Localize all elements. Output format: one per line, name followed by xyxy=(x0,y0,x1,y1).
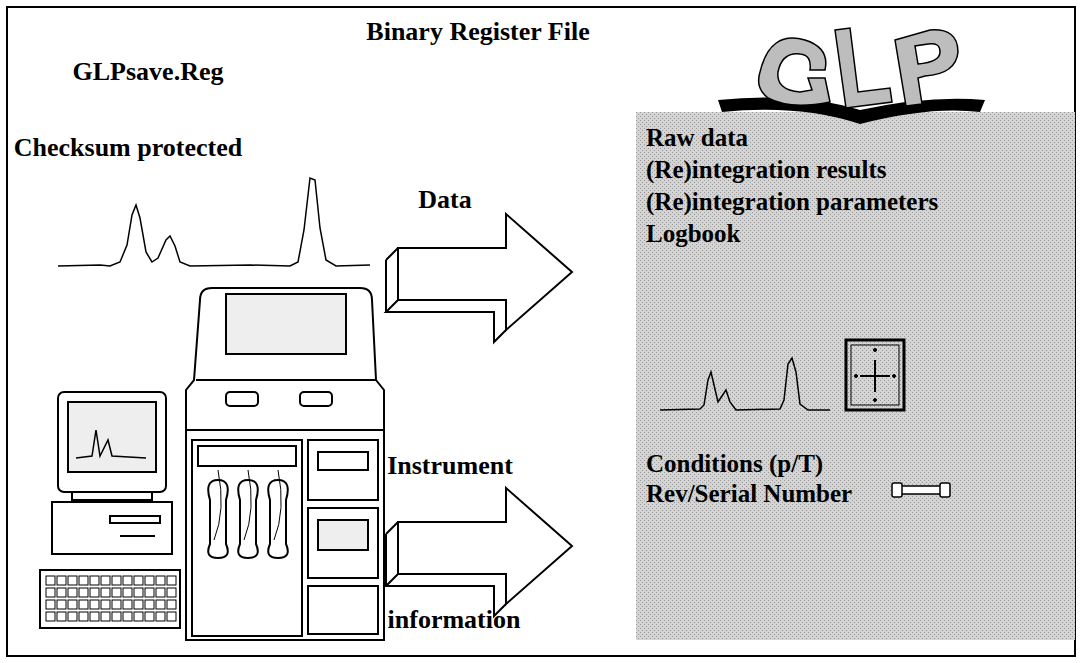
register-entry: Logbook xyxy=(646,220,740,248)
caption-label: Checksum protected xyxy=(14,134,242,163)
register-entry: Conditions (p/T) xyxy=(646,450,823,478)
glp-logo xyxy=(718,28,985,124)
outer-frame xyxy=(7,7,1075,656)
register-entry: (Re)integration results xyxy=(646,156,886,184)
hplc-instrument xyxy=(186,288,384,640)
register-box: Raw data (Re)integration results (Re)integ… xyxy=(636,112,1075,640)
register-ground xyxy=(636,112,1075,640)
keyboard-keys xyxy=(46,576,176,621)
register-entry: Rev/Serial Number xyxy=(646,480,852,508)
register-entry: Raw data xyxy=(646,124,748,152)
block-arrow xyxy=(386,488,572,616)
file-heading: Binary Register File xyxy=(363,18,593,47)
caption-label: information xyxy=(388,606,521,635)
caption-label: Instrument xyxy=(387,452,513,481)
block-arrow xyxy=(386,214,572,342)
caption-label: Data xyxy=(418,186,471,215)
caption-label: GLPsave.Reg xyxy=(73,58,224,87)
register-entry: (Re)integration parameters xyxy=(646,188,938,216)
computer xyxy=(40,392,180,628)
column-symbol xyxy=(892,483,950,497)
chromatogram xyxy=(660,358,830,410)
crosshair-symbol xyxy=(846,340,904,410)
chromatogram xyxy=(58,178,370,266)
